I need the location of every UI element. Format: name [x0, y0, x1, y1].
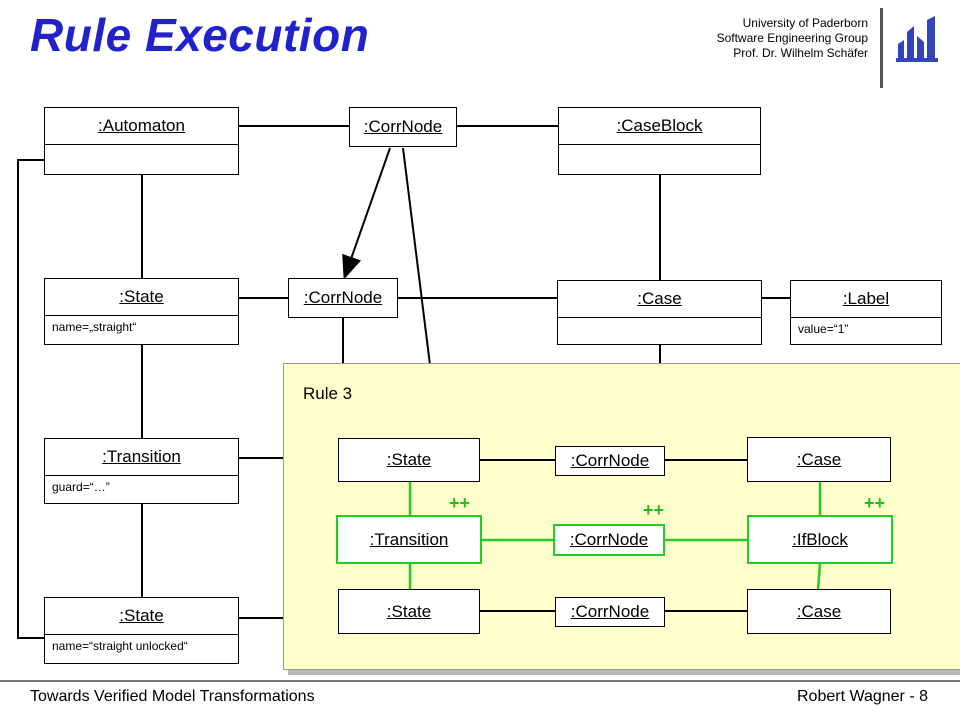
rule-corrnode-top[interactable]: :CorrNode [555, 446, 665, 476]
object-name: :CaseBlock [559, 108, 760, 145]
object-name: :State [45, 598, 238, 635]
automaton-object[interactable]: :Automaton [44, 107, 239, 175]
rule-corrnode-created[interactable]: :CorrNode [553, 524, 665, 556]
create-marker-transition: ++ [449, 493, 471, 513]
object-attribute: name=„straight“ [52, 320, 137, 334]
link-automaton-loop [17, 159, 45, 639]
link-corrnode-long [402, 147, 431, 366]
affiliation: University of Paderborn Software Enginee… [717, 16, 868, 61]
rule-state-top[interactable]: :State [338, 438, 480, 482]
object-name: :Automaton [45, 108, 238, 145]
object-name: :Label [791, 281, 941, 318]
label-object[interactable]: :Label value=“1” [790, 280, 942, 345]
rule-state-bottom[interactable]: :State [338, 589, 480, 634]
object-attribute: guard=“…” [52, 480, 110, 494]
university-logo-icon [892, 14, 942, 66]
rule-case-bottom[interactable]: :Case [747, 589, 891, 634]
footer-title: Towards Verified Model Transformations [30, 688, 315, 705]
rule-transition-created[interactable]: :Transition [336, 515, 482, 564]
corrnode-mid[interactable]: :CorrNode [288, 278, 398, 318]
rule-ifblock-created[interactable]: :IfBlock [747, 515, 893, 564]
case-object[interactable]: :Case [557, 280, 762, 345]
object-name: :Transition [45, 439, 238, 476]
header-divider [880, 8, 883, 88]
rule-link-ifblock-case [816, 562, 822, 591]
caseblock-object[interactable]: :CaseBlock [558, 107, 761, 175]
object-attribute: value=“1” [798, 322, 849, 336]
professor-name: Prof. Dr. Wilhelm Schäfer [733, 46, 868, 60]
university-name: University of Paderborn [742, 16, 868, 30]
footer-page: Robert Wagner - 8 [796, 688, 928, 705]
object-attribute: name=“straight unlocked“ [52, 639, 188, 653]
rule-corrnode-bottom[interactable]: :CorrNode [555, 597, 665, 627]
group-name: Software Engineering Group [716, 31, 868, 45]
state-straight-object[interactable]: :State name=„straight“ [44, 278, 239, 345]
create-marker-corrnode: ++ [643, 500, 665, 520]
rule-case-top[interactable]: :Case [747, 437, 891, 482]
create-marker-ifblock: ++ [864, 493, 886, 513]
footer-divider [0, 680, 960, 682]
rule-label: Rule 3 [303, 384, 353, 403]
arrow-corrnode-to-corrnode [342, 147, 391, 280]
state-unlocked-object[interactable]: :State name=“straight unlocked“ [44, 597, 239, 664]
transition-object[interactable]: :Transition guard=“…” [44, 438, 239, 504]
page-title: Rule Execution [30, 9, 370, 61]
object-name: :State [45, 279, 238, 316]
corrnode-top[interactable]: :CorrNode [349, 107, 457, 147]
object-name: :Case [558, 281, 761, 318]
